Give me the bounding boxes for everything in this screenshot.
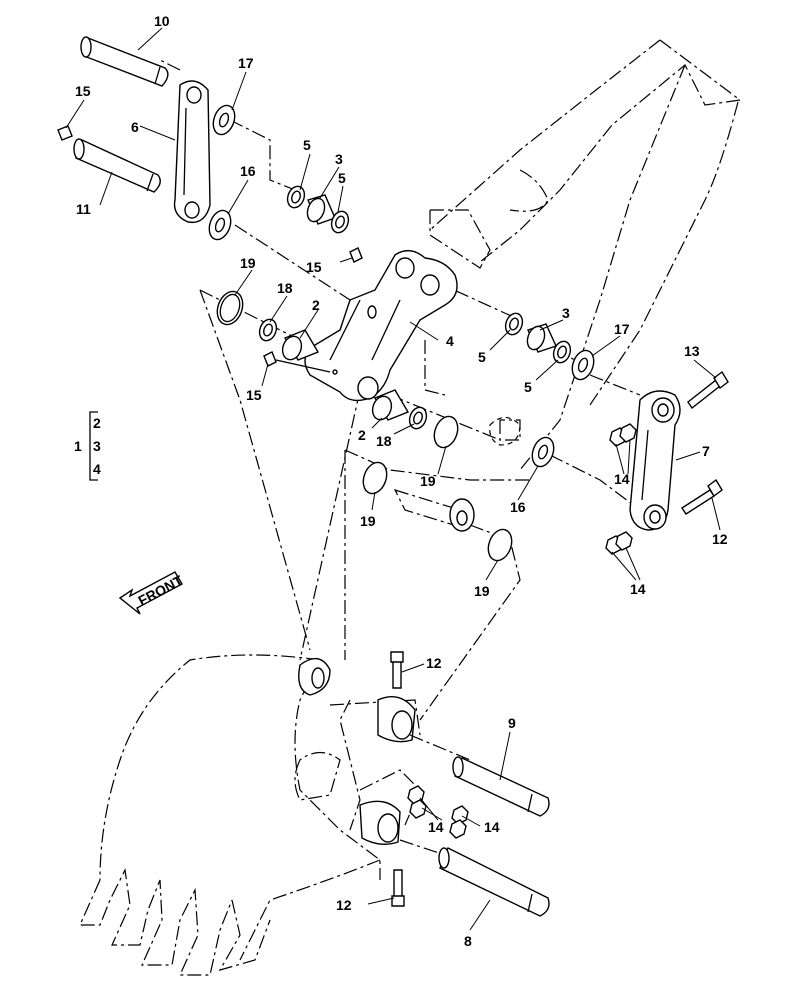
seal-5-right-b <box>552 340 572 364</box>
o-ring-19-b <box>433 415 459 449</box>
seal-5-upper-a <box>286 185 306 209</box>
callout-16-a: 16 <box>240 163 256 179</box>
callout-5-b: 5 <box>338 170 346 186</box>
callout-5-d: 5 <box>524 379 532 395</box>
callout-10: 10 <box>154 13 170 29</box>
bucket-outline <box>79 654 421 976</box>
bushing-2-a <box>281 329 320 361</box>
bucket-bosses <box>359 696 416 845</box>
callout-labels: 10 15 6 11 17 16 5 3 5 15 19 18 2 15 4 2… <box>74 13 728 949</box>
bolt-12-bottom <box>391 869 405 907</box>
callout-3-a: 3 <box>335 151 343 167</box>
callout-bracket-2: 2 <box>93 415 101 431</box>
pin-8 <box>438 847 550 917</box>
callout-14-d: 14 <box>484 819 500 835</box>
callout-19-c: 19 <box>360 513 376 529</box>
callout-13: 13 <box>684 343 700 359</box>
callout-19-d: 19 <box>474 583 490 599</box>
callout-12-b: 12 <box>426 655 442 671</box>
callout-18-b: 18 <box>376 433 392 449</box>
link-6 <box>173 80 211 224</box>
grease-fitting-15-a <box>57 125 73 141</box>
bolt-13 <box>687 370 729 410</box>
grease-fitting-15-c <box>263 351 331 373</box>
callout-4: 4 <box>446 333 454 349</box>
pin-11 <box>73 138 161 193</box>
callout-3-b: 3 <box>562 305 570 321</box>
callout-12-a: 12 <box>712 531 728 547</box>
callout-2-b: 2 <box>358 427 366 443</box>
bolt-12-right <box>681 478 723 515</box>
grease-fitting-15-b <box>349 247 363 263</box>
callout-bracket-4: 4 <box>93 461 101 477</box>
shim-16-left <box>208 209 232 241</box>
nut-14-right-lower <box>605 531 633 555</box>
leader-lines <box>65 27 721 931</box>
callout-19-b: 19 <box>420 473 436 489</box>
seal-18-a <box>258 318 278 342</box>
link-4 <box>304 250 458 402</box>
callout-7: 7 <box>702 443 710 459</box>
callout-17-a: 17 <box>238 55 254 71</box>
pin-9 <box>452 756 550 817</box>
callout-12-c: 12 <box>336 897 352 913</box>
callout-18-a: 18 <box>277 280 293 296</box>
bushing-3-right <box>526 323 557 353</box>
callout-2-a: 2 <box>312 297 320 313</box>
callout-19-a: 19 <box>240 255 256 271</box>
callout-14-b: 14 <box>630 581 646 597</box>
callout-8: 8 <box>464 933 472 949</box>
seal-5-right-a <box>504 312 524 336</box>
shim-16-right <box>531 436 555 468</box>
callout-17-b: 17 <box>614 321 630 337</box>
assembly-bracket <box>89 411 98 481</box>
callout-14-c: 14 <box>428 819 444 835</box>
callout-16-b: 16 <box>510 499 526 515</box>
callout-9: 9 <box>508 715 516 731</box>
callout-5-c: 5 <box>478 349 486 365</box>
link-7 <box>629 390 681 531</box>
bolt-12-center <box>390 651 404 689</box>
nut-14-right-upper <box>609 423 637 447</box>
callout-15-b: 15 <box>306 259 322 275</box>
o-ring-19-a <box>216 290 244 326</box>
callout-6: 6 <box>131 119 139 135</box>
shim-17-left <box>212 104 236 136</box>
o-ring-19-c <box>362 461 388 495</box>
callout-15-a: 15 <box>75 83 91 99</box>
callout-14-a: 14 <box>614 471 630 487</box>
callout-5-a: 5 <box>303 137 311 153</box>
arm-outline <box>424 39 742 471</box>
seal-5-upper-b <box>330 210 350 234</box>
callout-11: 11 <box>76 201 91 217</box>
front-direction-arrow: FRONT <box>118 571 186 615</box>
seal-18-b <box>408 406 428 430</box>
callout-1: 1 <box>74 438 82 454</box>
pin-10 <box>80 36 169 87</box>
shim-17-right <box>571 349 595 381</box>
callout-15-c: 15 <box>246 387 262 403</box>
callout-bracket-3: 3 <box>93 438 101 454</box>
arm-end-boss <box>393 416 521 532</box>
bushing-2-b <box>371 389 410 421</box>
front-label: FRONT <box>135 572 185 609</box>
nut-14-bottom <box>407 785 469 839</box>
o-ring-19-d <box>487 528 513 562</box>
bushing-3-upper <box>306 194 336 225</box>
